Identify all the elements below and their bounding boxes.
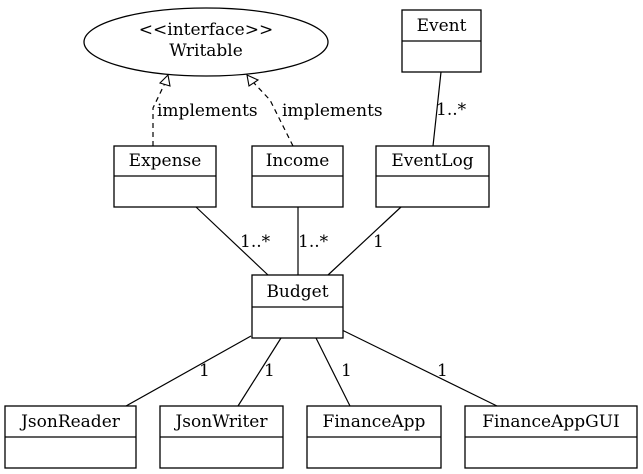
class-name-financeapp: FinanceApp bbox=[323, 412, 426, 432]
class-name-jsonreader: JsonReader bbox=[19, 412, 121, 432]
class-jsonreader: JsonReader bbox=[4, 405, 137, 469]
edge-budget-financeapp bbox=[315, 337, 351, 407]
edge-event-eventlog bbox=[432, 71, 442, 147]
association-edges bbox=[125, 71, 498, 407]
class-expense: Expense bbox=[113, 145, 217, 208]
multiplicity-budget-jsonwriter: 1 bbox=[264, 361, 275, 381]
class-event: Event bbox=[401, 9, 482, 73]
implements-edge-income bbox=[246, 74, 294, 147]
edge-eventlog-budget bbox=[327, 206, 402, 276]
edge-expense-budget bbox=[195, 206, 269, 276]
class-budget: Budget bbox=[251, 274, 344, 339]
class-name-income: Income bbox=[266, 151, 330, 171]
edge-budget-jsonwriter bbox=[237, 337, 282, 407]
class-name-expense: Expense bbox=[129, 151, 202, 171]
multiplicity-expense-budget: 1..* bbox=[240, 232, 271, 252]
multiplicity-income-budget: 1..* bbox=[298, 232, 329, 252]
multiplicity-event-eventlog: 1..* bbox=[436, 100, 467, 120]
class-jsonwriter: JsonWriter bbox=[159, 405, 284, 469]
multiplicity-budget-financeappgui: 1 bbox=[437, 361, 448, 381]
implements-edge-expense bbox=[152, 73, 171, 146]
implements-label-expense: implements bbox=[157, 101, 258, 121]
edge-budget-financeappgui bbox=[341, 329, 498, 407]
class-name-financeappgui: FinanceAppGUI bbox=[482, 412, 620, 432]
interface-stereotype: <<interface>> bbox=[139, 20, 273, 40]
class-financeapp: FinanceApp bbox=[306, 405, 442, 469]
multiplicity-eventlog-budget: 1 bbox=[373, 232, 384, 252]
implements-label-income: implements bbox=[282, 101, 383, 121]
multiplicity-budget-jsonreader: 1 bbox=[199, 361, 210, 381]
interface-writable: <<interface>> Writable bbox=[83, 7, 329, 77]
class-name-eventlog: EventLog bbox=[391, 151, 473, 171]
class-financeappgui: FinanceAppGUI bbox=[464, 405, 638, 469]
class-name-event: Event bbox=[417, 16, 467, 36]
class-name-budget: Budget bbox=[266, 282, 328, 302]
class-income: Income bbox=[251, 145, 344, 208]
interface-name: Writable bbox=[169, 41, 243, 61]
edge-budget-jsonreader bbox=[125, 335, 252, 407]
multiplicity-budget-financeapp: 1 bbox=[341, 361, 352, 381]
class-name-jsonwriter: JsonWriter bbox=[173, 412, 268, 432]
class-eventlog: EventLog bbox=[375, 145, 490, 208]
